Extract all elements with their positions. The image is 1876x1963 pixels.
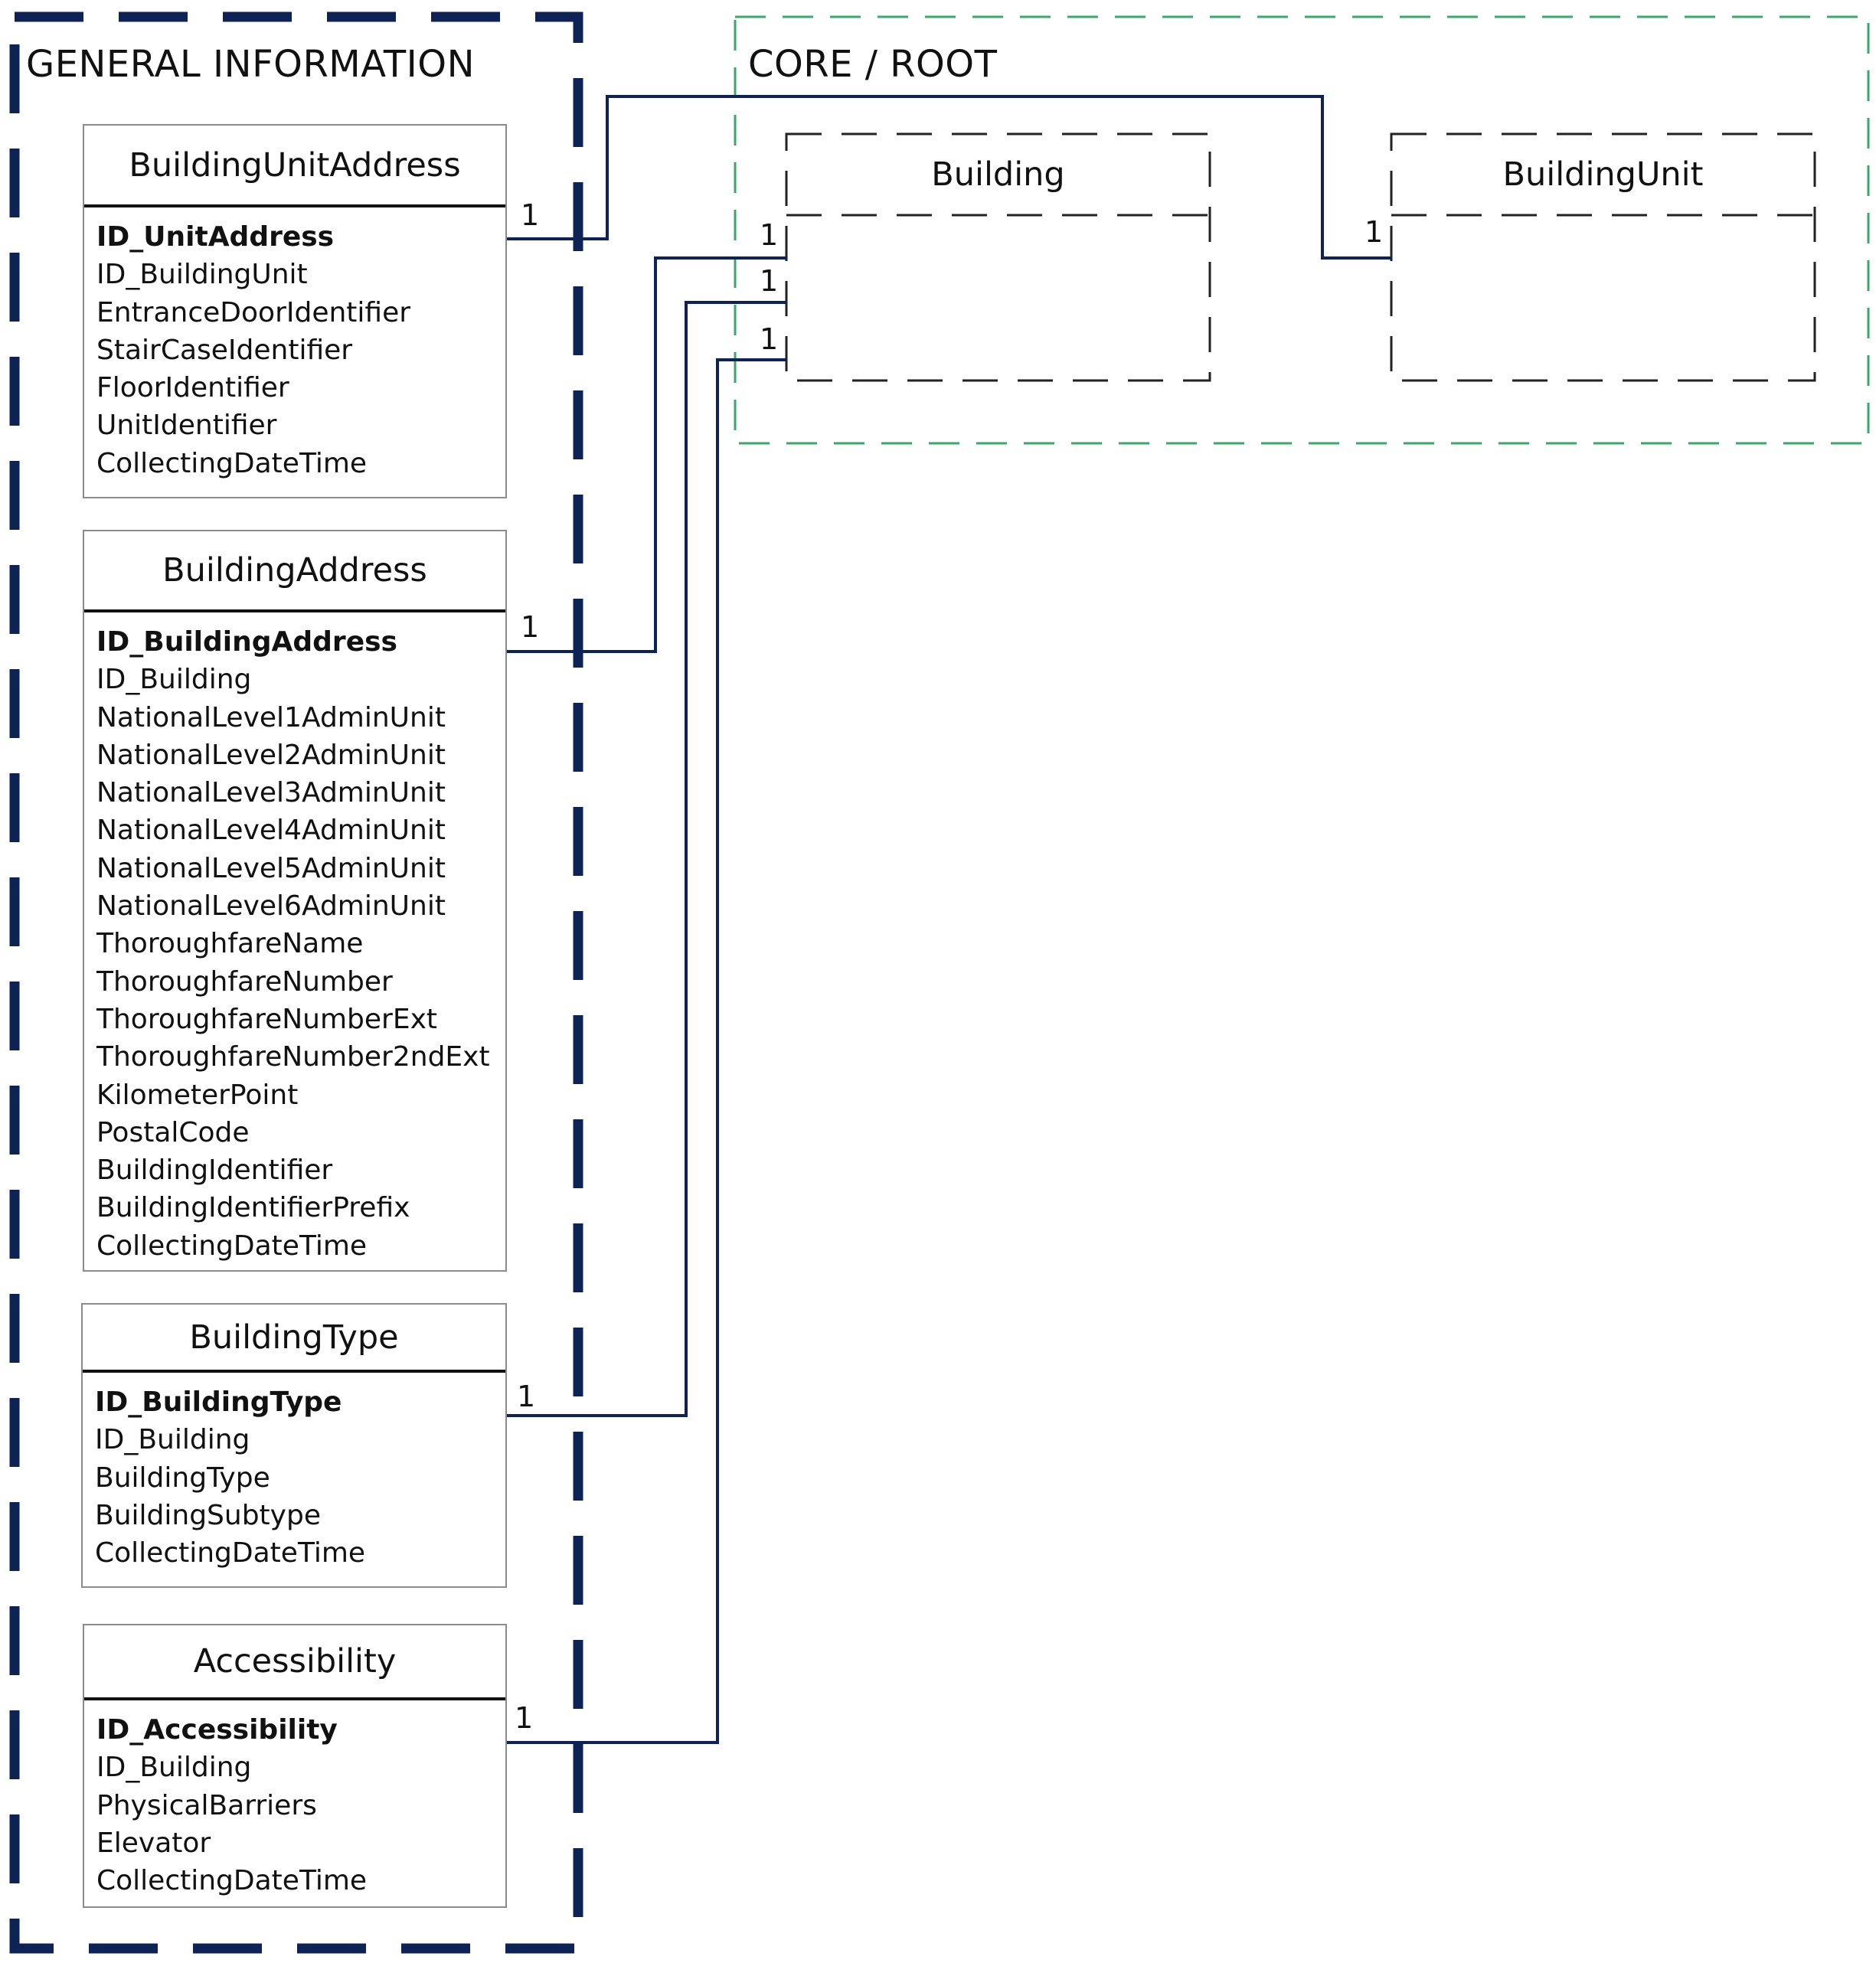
entity-field: ID_Building: [96, 664, 252, 696]
entity-field: BuildingIdentifier: [96, 1155, 333, 1187]
entity-field: ThoroughfareNumber2ndExt: [96, 1041, 490, 1073]
entity-field: ThoroughfareNumberExt: [96, 1003, 438, 1035]
entity-field: NationalLevel2AdminUnit: [96, 739, 446, 771]
entity-field: ThoroughfareNumber: [96, 965, 393, 998]
entity-field: NationalLevel6AdminUnit: [96, 890, 446, 923]
entity-field: KilometerPoint: [96, 1079, 299, 1111]
primary-key-field: ID_BuildingAddress: [96, 626, 397, 658]
entity-field: CollectingDateTime: [96, 1230, 368, 1262]
multiplicity-building-in-1: 1: [760, 218, 779, 252]
entity-field: PostalCode: [96, 1116, 250, 1148]
entity-field: NationalLevel4AdminUnit: [96, 815, 446, 847]
entity-field: FloorIdentifier: [96, 372, 289, 404]
multiplicity-building-address-source: 1: [521, 610, 540, 644]
building-type-title: BuildingType: [83, 1305, 505, 1373]
core-root-group-border: [734, 15, 1870, 445]
entity-field: BuildingSubtype: [95, 1499, 321, 1531]
building-unit-address-title: BuildingUnitAddress: [84, 126, 505, 207]
entity-field: CollectingDateTime: [96, 447, 368, 479]
entity-field: ThoroughfareName: [96, 928, 364, 960]
primary-key-field: ID_UnitAddress: [96, 221, 335, 253]
building-address-title: BuildingAddress: [84, 531, 505, 612]
multiplicity-building-in-3: 1: [760, 322, 779, 356]
building-entity-title: Building: [931, 155, 1065, 194]
entity-field: ID_Building: [96, 1752, 252, 1784]
entity-field: UnitIdentifier: [96, 410, 277, 442]
entity-field: ID_BuildingUnit: [96, 259, 308, 291]
building-unit-entity: BuildingUnit: [1391, 134, 1815, 381]
multiplicity-unit-address-source: 1: [521, 198, 540, 232]
entity-field: NationalLevel3AdminUnit: [96, 777, 446, 809]
general-information-label: GENERAL INFORMATION: [26, 43, 475, 86]
multiplicity-accessibility-source: 1: [515, 1701, 534, 1735]
multiplicity-building-in-2: 1: [760, 264, 779, 298]
entity-field: Elevator: [96, 1827, 211, 1859]
entity-field: StairCaseIdentifier: [96, 334, 353, 366]
general-information-group-border: [9, 11, 583, 1954]
building-entity: Building: [786, 134, 1210, 381]
connector-unit-address-to-building-unit: [507, 95, 1391, 260]
multiplicity-building-type-source: 1: [517, 1380, 536, 1413]
multiplicity-building-unit-in: 1: [1365, 215, 1384, 249]
entity-field: EntranceDoorIdentifier: [96, 296, 411, 328]
connector-accessibility-to-building: [507, 358, 786, 1744]
primary-key-field: ID_BuildingType: [95, 1387, 342, 1418]
entity-field: BuildingIdentifierPrefix: [96, 1192, 410, 1224]
entity-field: NationalLevel5AdminUnit: [96, 852, 446, 884]
building-unit-entity-title: BuildingUnit: [1502, 155, 1704, 194]
entity-field: ID_Building: [95, 1424, 250, 1456]
entity-field: CollectingDateTime: [96, 1865, 368, 1897]
entity-field: BuildingType: [95, 1462, 270, 1494]
entity-field: PhysicalBarriers: [96, 1789, 317, 1821]
core-root-label: CORE / ROOT: [748, 43, 998, 86]
accessibility-title: Accessibility: [84, 1625, 505, 1700]
connector-building-type-to-building: [507, 301, 786, 1417]
connector-building-address-to-building: [507, 256, 786, 653]
entity-field: CollectingDateTime: [95, 1537, 366, 1569]
entity-field: NationalLevel1AdminUnit: [96, 701, 446, 733]
primary-key-field: ID_Accessibility: [96, 1714, 338, 1746]
